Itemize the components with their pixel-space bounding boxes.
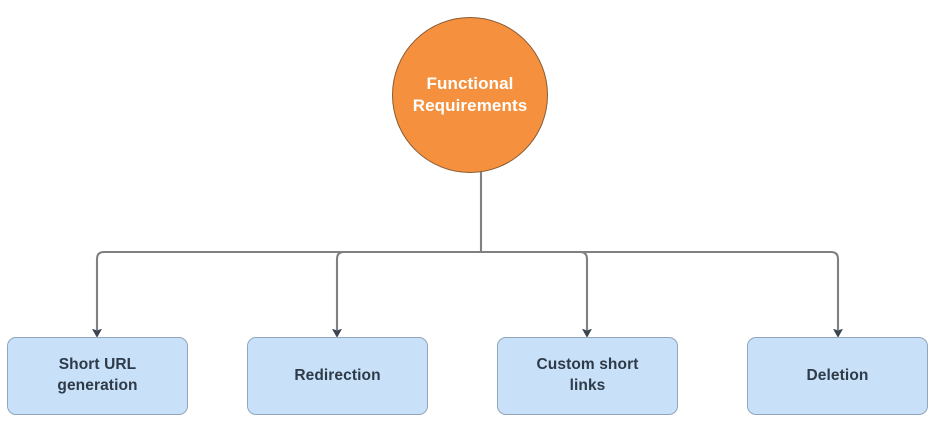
node-deletion[interactable]: Deletion bbox=[747, 337, 928, 415]
node-short-url-generation[interactable]: Short URL generation bbox=[7, 337, 188, 415]
node-label: Deletion bbox=[806, 366, 869, 384]
node-functional-requirements[interactable]: Functional Requirements bbox=[392, 17, 548, 173]
connector-to-deletion bbox=[481, 250, 843, 338]
connector-to-redirection bbox=[332, 250, 481, 338]
node-label: Short URL generation bbox=[57, 356, 138, 394]
node-label: Functional Requirements bbox=[412, 73, 528, 115]
connector-to-short-url-generation bbox=[92, 250, 481, 338]
node-label: Redirection bbox=[294, 366, 381, 384]
node-redirection[interactable]: Redirection bbox=[247, 337, 428, 415]
node-label: Custom short links bbox=[536, 356, 639, 394]
node-custom-short-links[interactable]: Custom short links bbox=[497, 337, 678, 415]
connector-to-custom-short-links bbox=[481, 250, 592, 338]
